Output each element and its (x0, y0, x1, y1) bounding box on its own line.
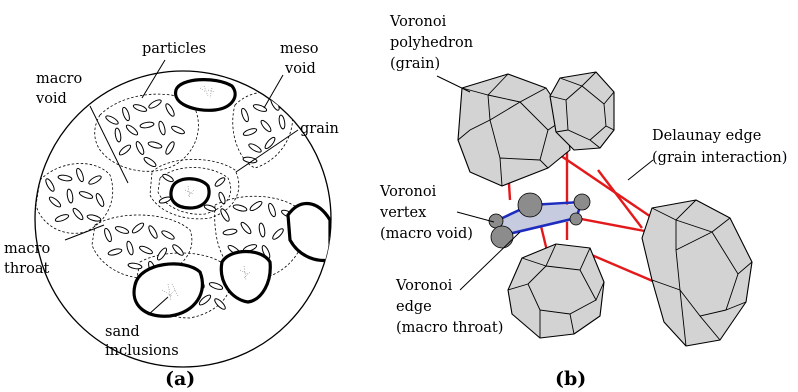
label-sand-inclusions-line2: inclusions (105, 343, 179, 359)
label-voronoi-vertex-line3: (macro void) (380, 226, 473, 242)
label-particles: particles (142, 41, 206, 57)
caption-a: (a) (165, 368, 195, 390)
label-meso-void-line2: void (284, 61, 316, 77)
label-macro-throat-line1: macro (4, 241, 50, 257)
voronoi-vertex (570, 213, 582, 225)
label-macro-throat-line2: throat (4, 261, 49, 277)
label-voronoi-edge-line3: (macro throat) (396, 320, 503, 336)
grain-polyhedron-3 (508, 244, 604, 338)
label-delaunay-edge-line1: Delaunay edge (652, 128, 761, 144)
panel-b: Voronoi polyhedron (grain) Delaunay edge… (379, 14, 787, 390)
label-delaunay-edge-line2: (grain interaction) (652, 150, 787, 166)
delaunay-edge (598, 170, 642, 228)
label-grain: grain (300, 121, 339, 137)
label-voronoi-polyhedron-line3: (grain) (390, 56, 440, 72)
label-voronoi-vertex-line2: vertex (379, 205, 426, 221)
label-macro-void-line2: void (35, 91, 67, 107)
caption-b: (b) (555, 368, 586, 390)
label-sand-inclusions-line1: sand (105, 324, 140, 340)
label-macro-void-line1: macro (36, 71, 82, 87)
label-meso-void-line1: meso (280, 41, 319, 57)
voronoi-vertex (518, 193, 542, 217)
panel-a: particles meso void macro void grain mac… (4, 41, 339, 390)
label-voronoi-edge-line2: edge (396, 299, 432, 315)
label-voronoi-polyhedron-line2: polyhedron (390, 35, 473, 51)
grain-polyhedron-4 (642, 200, 752, 346)
label-voronoi-polyhedron-line1: Voronoi (389, 14, 447, 30)
voronoi-vertex (574, 194, 590, 210)
voronoi-vertex (491, 226, 513, 248)
label-voronoi-edge-line1: Voronoi (395, 278, 453, 294)
label-voronoi-vertex-line1: Voronoi (379, 184, 437, 200)
